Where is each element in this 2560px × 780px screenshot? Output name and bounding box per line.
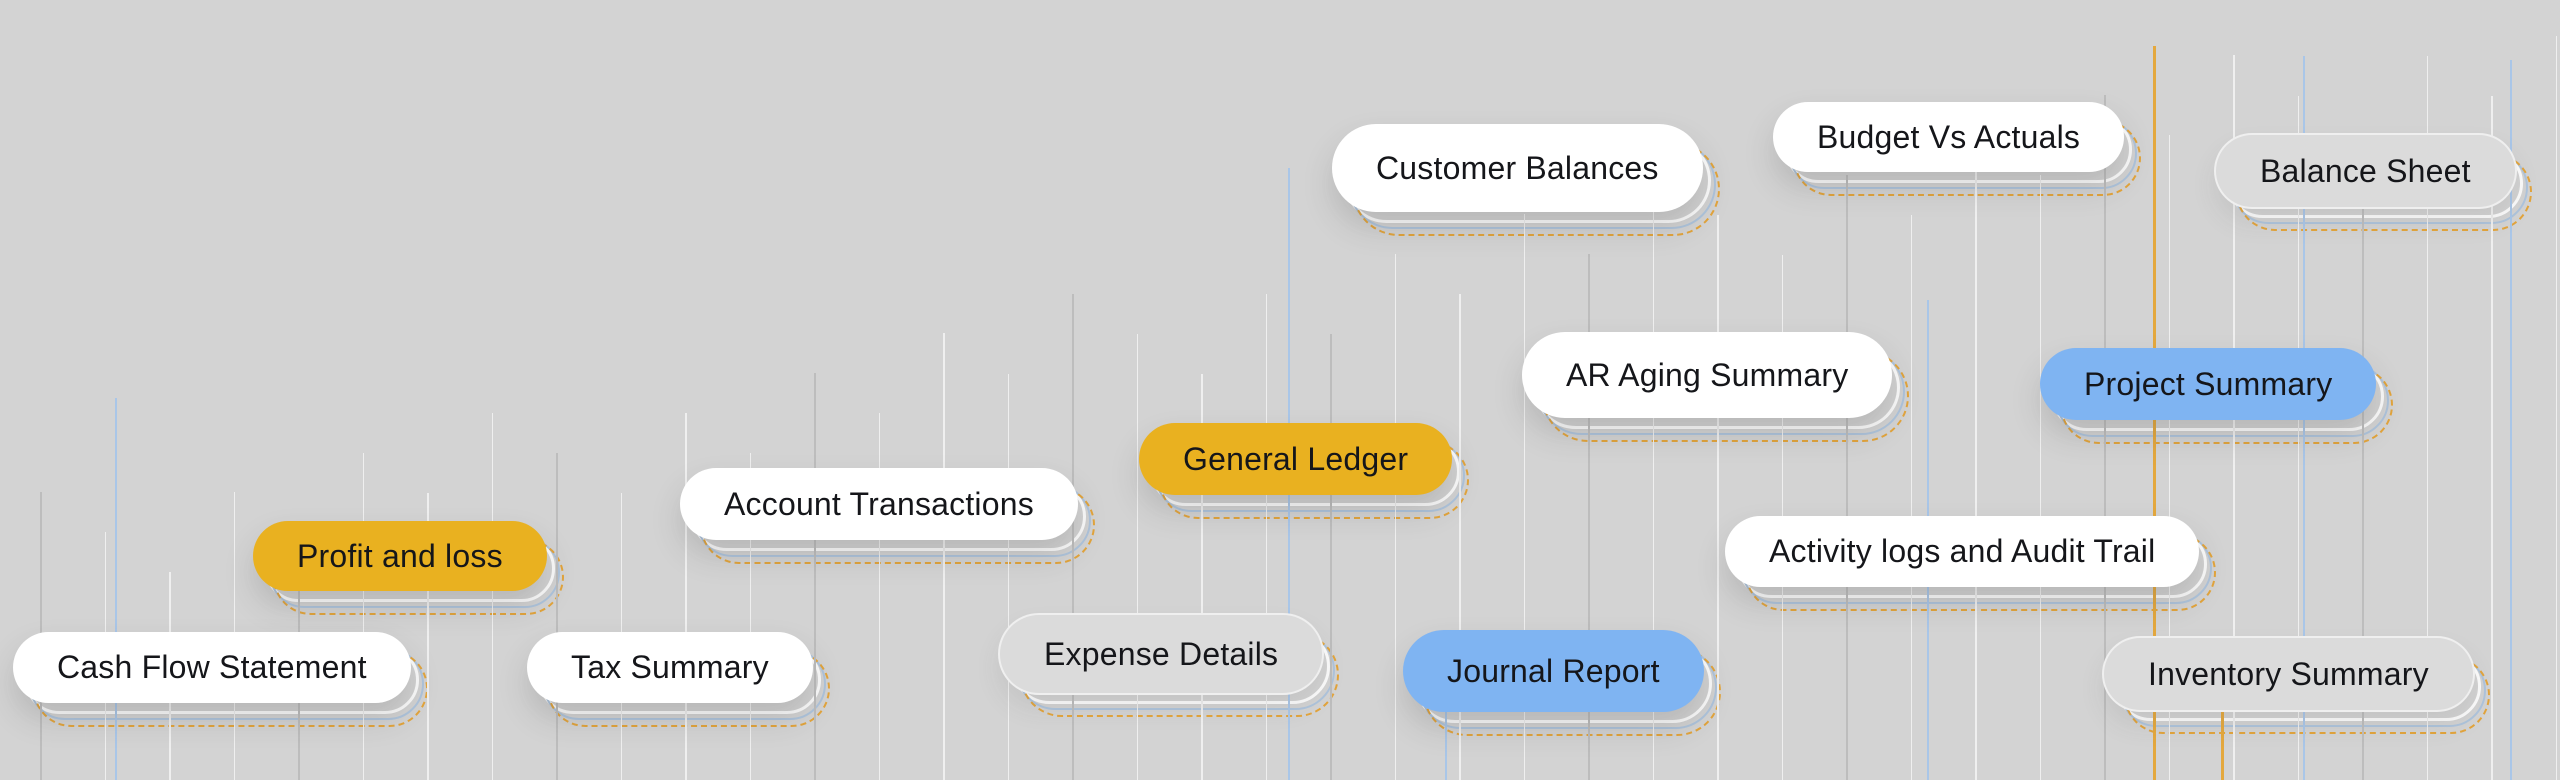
report-chip-tax-summary[interactable]: Tax Summary [527, 632, 830, 727]
report-chip-ar-aging-summary[interactable]: AR Aging Summary [1522, 332, 1910, 442]
report-chip-project-summary[interactable]: Project Summary [2040, 348, 2394, 444]
background-bar [1717, 214, 1719, 780]
background-bar [556, 452, 558, 780]
background-bar [491, 412, 493, 780]
background-bar [115, 398, 117, 780]
report-chip-balance-sheet[interactable]: Balance Sheet [2214, 133, 2532, 231]
report-chip-label: Budget Vs Actuals [1817, 118, 2081, 155]
report-chip-expense-details[interactable]: Expense Details [998, 613, 1340, 717]
report-chip-inventory-summary[interactable]: Inventory Summary [2102, 636, 2490, 734]
report-chip-profit-and-loss[interactable]: Profit and loss [253, 521, 564, 615]
report-chip-label: Cash Flow Statement [57, 649, 367, 685]
background-bar [814, 373, 816, 780]
background-bar [2039, 175, 2041, 780]
report-chip-cash-flow-statement[interactable]: Cash Flow Statement [13, 632, 428, 727]
report-chip-label: Expense Details [1044, 635, 1279, 672]
background-bar [1136, 333, 1138, 780]
background-bar [685, 413, 687, 780]
report-chip-label: Customer Balances [1376, 149, 1659, 186]
background-bar [2555, 36, 2557, 780]
report-chip-label: AR Aging Summary [1566, 356, 1849, 393]
report-chip-label: Journal Report [1447, 652, 1660, 689]
background-bar [1846, 174, 1848, 780]
background-bar [1910, 214, 1912, 780]
report-chip-activity-logs-and-audit-trail[interactable]: Activity logs and Audit Trail [1725, 516, 2217, 611]
background-bar [362, 452, 364, 780]
report-chip-journal-report[interactable]: Journal Report [1403, 630, 1721, 736]
report-chip-label: Balance Sheet [2260, 152, 2471, 189]
report-chip-budget-vs-actuals[interactable]: Budget Vs Actuals [1773, 102, 2142, 196]
report-chip-label: General Ledger [1183, 440, 1409, 477]
report-chip-label: Activity logs and Audit Trail [1769, 533, 2156, 569]
report-chip-label: Account Transactions [724, 485, 1034, 522]
report-chip-customer-balances[interactable]: Customer Balances [1332, 124, 1720, 236]
report-chip-label: Profit and loss [297, 537, 503, 574]
background-bar [1265, 293, 1267, 780]
background-bar [1394, 254, 1396, 780]
background-bar [1330, 334, 1332, 780]
background-bar [1975, 135, 1977, 780]
report-chip-label: Inventory Summary [2148, 655, 2429, 692]
report-chip-account-transactions[interactable]: Account Transactions [680, 468, 1095, 564]
report-chip-label: Tax Summary [571, 649, 769, 685]
background-bar [1007, 373, 1009, 780]
report-chip-general-ledger[interactable]: General Ledger [1139, 423, 1470, 519]
background-bar [1072, 293, 1074, 780]
report-chip-label: Project Summary [2084, 365, 2333, 402]
background-bar [943, 333, 945, 780]
